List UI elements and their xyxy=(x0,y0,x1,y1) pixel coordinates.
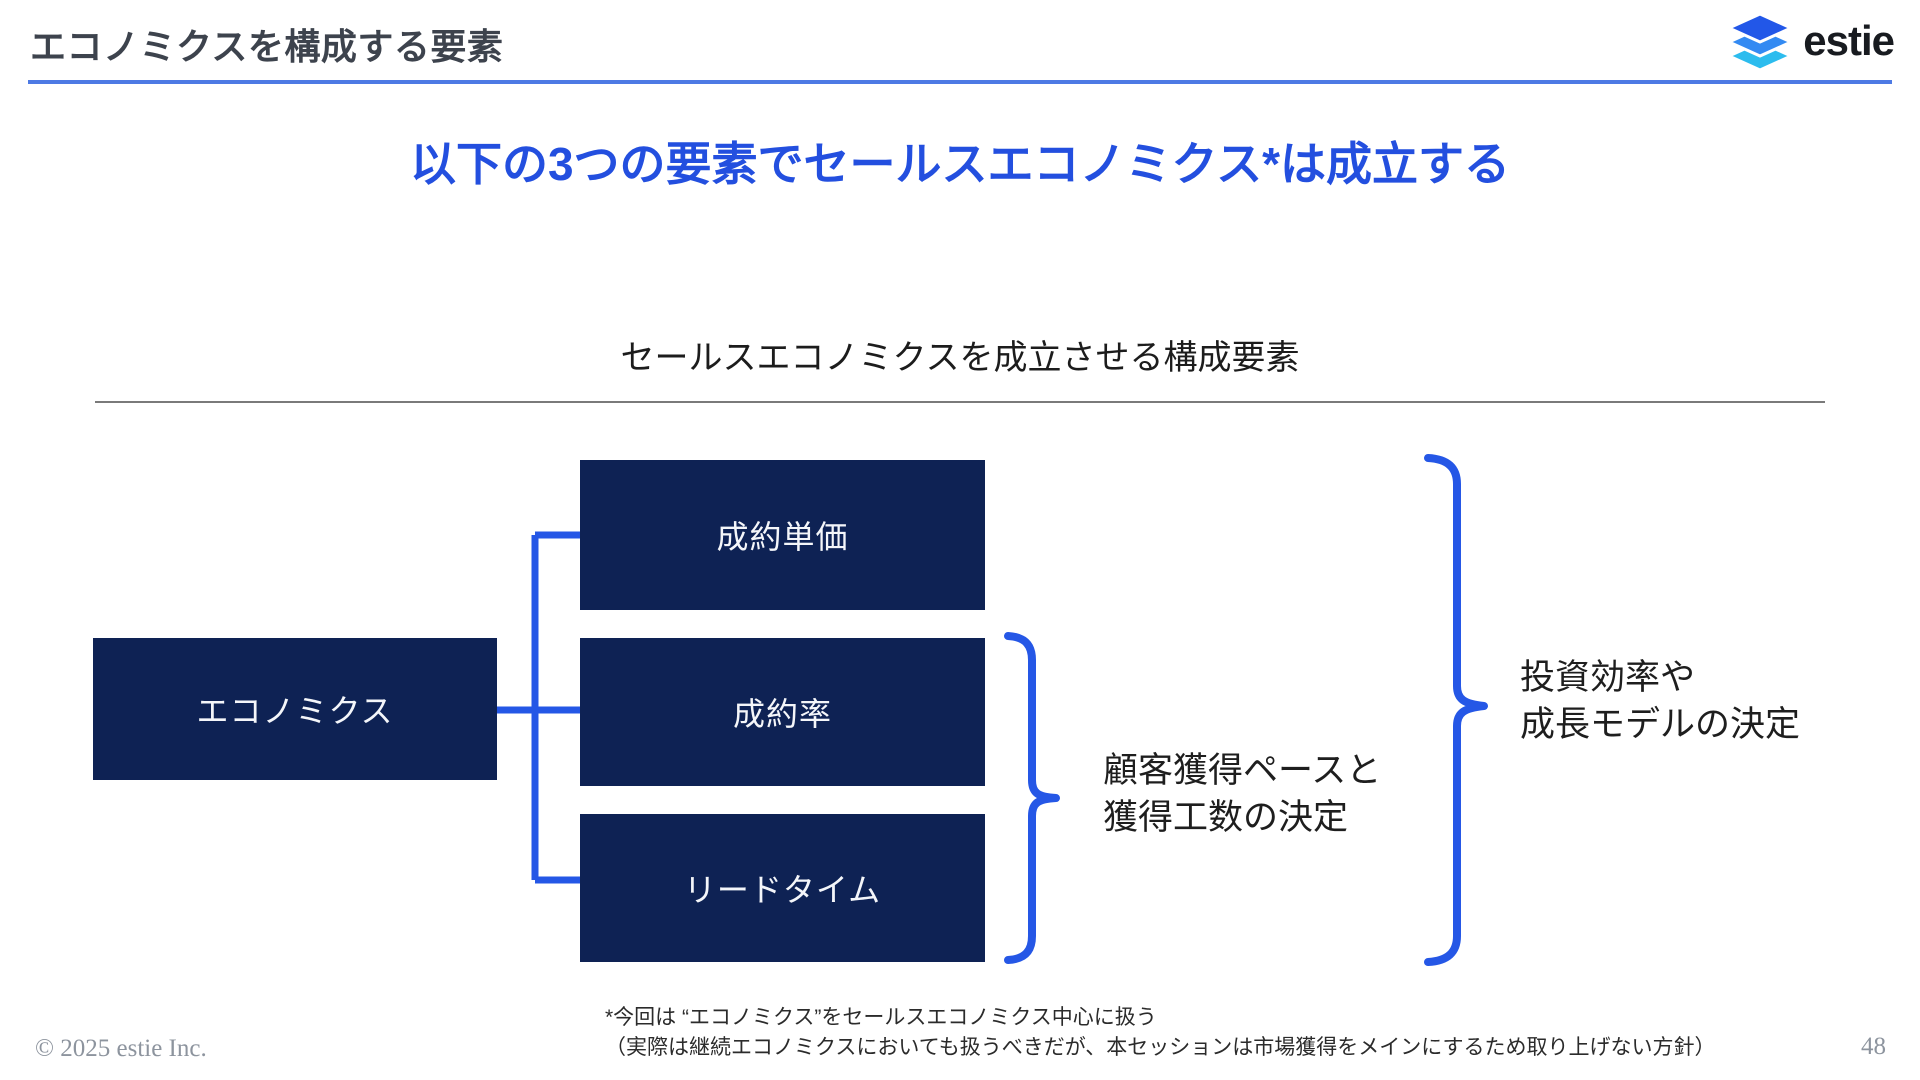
diagram-title: セールスエコノミクスを成立させる構成要素 xyxy=(620,339,1300,377)
factor-box-lead-time: リードタイム xyxy=(580,814,985,962)
inner-bracket-label-line1: 顧客獲得ペースと xyxy=(1103,751,1382,790)
page-title: エコノミクスを構成する要素 xyxy=(30,26,504,67)
estie-logo: estie xyxy=(1725,10,1895,72)
footnote: *今回は “エコノミクス”をセールスエコノミクス中心に扱う （実際は継続エコノミ… xyxy=(605,1003,1715,1064)
outer-bracket-label-line2: 成長モデルの決定 xyxy=(1520,704,1801,744)
factor-box-unit-price: 成約単価 xyxy=(580,460,985,610)
factor-box-close-rate: 成約率 xyxy=(580,638,985,786)
page-number: 48 xyxy=(1861,1033,1886,1060)
inner-bracket-label: 顧客獲得ペースと 獲得工数の決定 xyxy=(1103,748,1381,842)
outer-brace-icon xyxy=(1424,454,1488,966)
footnote-line1: *今回は “エコノミクス”をセールスエコノミクス中心に扱う xyxy=(605,1006,1157,1029)
estie-logo-text: estie xyxy=(1803,17,1895,64)
outer-bracket-label: 投資効率や 成長モデルの決定 xyxy=(1520,655,1800,749)
footnote-line2: （実際は継続エコノミクスにおいても扱うべきだが、本セッションは市場獲得をメインに… xyxy=(605,1036,1716,1060)
inner-bracket-label-line2: 獲得工数の決定 xyxy=(1103,797,1349,837)
layers-icon xyxy=(1727,12,1793,72)
outer-bracket-label-line1: 投資効率や xyxy=(1520,658,1696,697)
inner-brace-icon xyxy=(1004,632,1060,964)
main-heading: 以下の3つの要素でセールスエコノミクス*は成立する xyxy=(409,138,1511,190)
economics-box: エコノミクス xyxy=(93,638,497,780)
diagram-divider xyxy=(95,401,1825,403)
copyright: © 2025 estie Inc. xyxy=(35,1035,207,1062)
header-rule xyxy=(28,80,1892,84)
